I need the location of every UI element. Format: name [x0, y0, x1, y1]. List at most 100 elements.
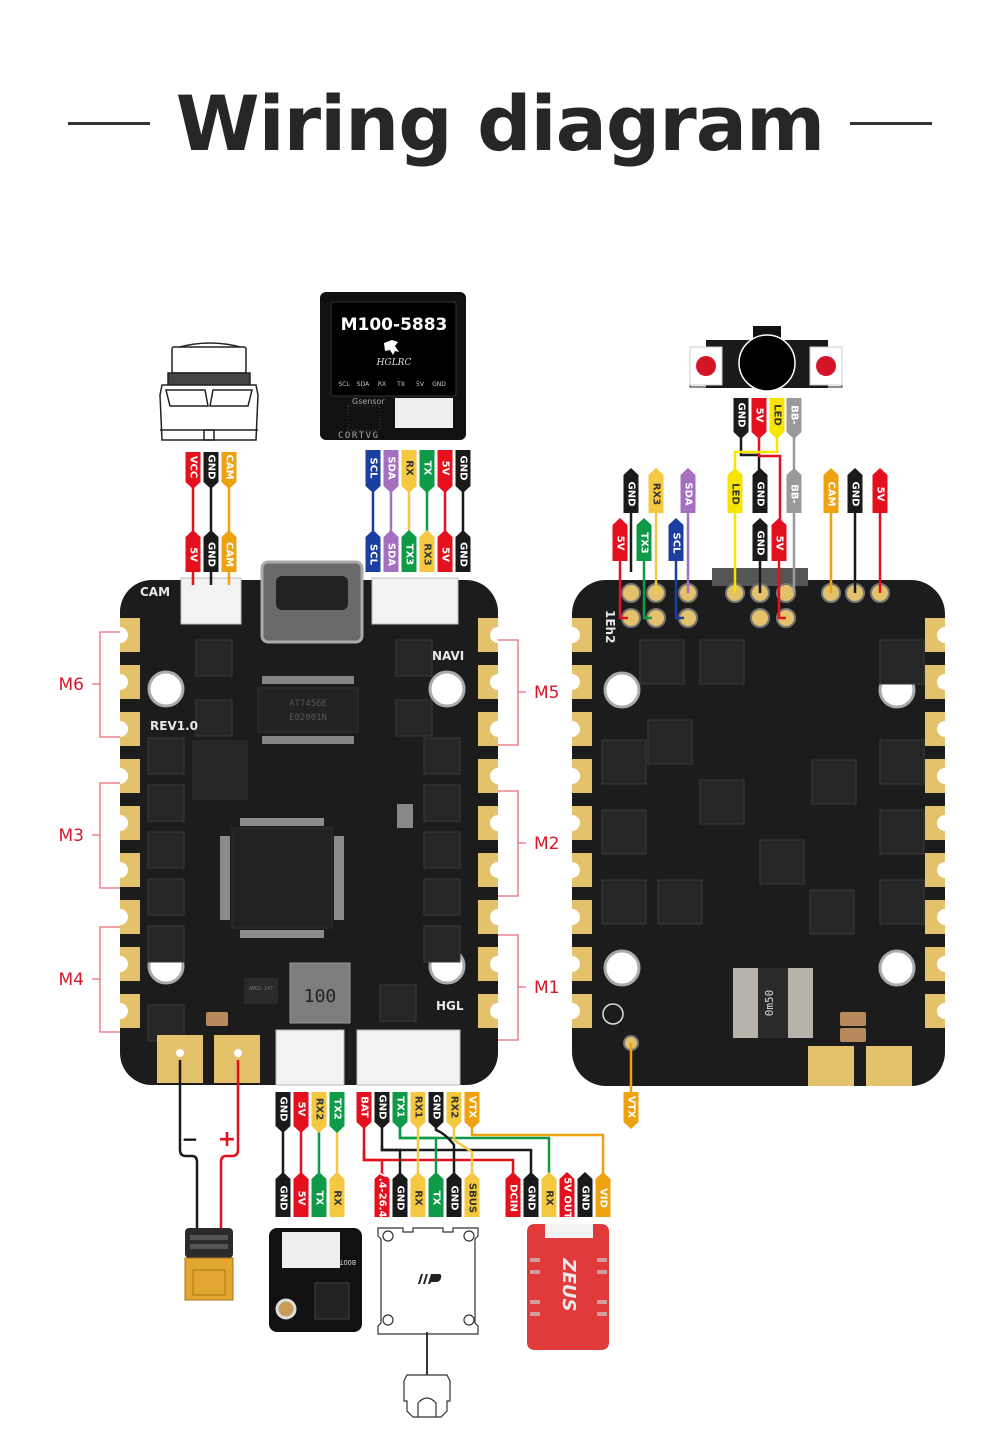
gps-fc-pin: 5V	[437, 530, 453, 572]
buzzer-device-pin: LED	[769, 398, 785, 439]
mosfet	[147, 878, 185, 916]
dji-pin-label: GND	[449, 1186, 460, 1211]
back-top-pin-label: 5V	[875, 487, 886, 502]
back-top-pin: RX3	[648, 468, 664, 513]
vtx-fc-pin: GND	[428, 1092, 444, 1129]
pad-notch	[490, 909, 506, 925]
dji-pin-shape	[410, 1172, 426, 1217]
pad-notch	[564, 956, 580, 972]
dji-pin-shape	[428, 1172, 444, 1217]
camera-device-pin-shape	[221, 452, 237, 489]
pad-notch	[112, 862, 128, 878]
pad-notch	[112, 674, 128, 690]
motor-pad	[925, 759, 945, 793]
motor-pad	[120, 853, 140, 887]
motor-pad	[572, 806, 592, 840]
back-top-pin-shape	[752, 468, 768, 513]
motor-pad	[120, 665, 140, 699]
gps-silk-pin: TX	[396, 381, 405, 388]
receiver-fc-pin-shape	[275, 1092, 291, 1133]
motor-pad	[925, 806, 945, 840]
esc-chip	[699, 639, 745, 685]
back-lower-pin-shape	[612, 518, 628, 561]
vtx-fc-pin: BAT	[356, 1092, 372, 1129]
motor-pad	[572, 618, 592, 652]
vtx-fc-pin: RX2	[446, 1092, 462, 1129]
zeus-pin: RX	[541, 1172, 557, 1217]
gps-device-pin: TX	[419, 450, 435, 493]
gps-fc-pin-label: TX3	[404, 544, 415, 566]
motor-pad	[925, 900, 945, 934]
buzzer-device-pin: GND	[733, 398, 749, 439]
buzzer-gnd-wire	[739, 438, 761, 470]
buzzer-led-left	[696, 356, 716, 376]
zeus-pin-label: VID	[598, 1188, 609, 1208]
zeus-vid-wire	[470, 1126, 605, 1176]
motor-pads	[112, 618, 506, 1028]
pad-notch	[490, 674, 506, 690]
inductor	[289, 962, 351, 1024]
vtx-fc-pin: VTX	[464, 1092, 480, 1129]
esc-chip	[657, 879, 703, 925]
back-top-pin-label: GND	[626, 482, 637, 507]
esc-chip	[601, 879, 647, 925]
camera-device-pin-label: GND	[206, 455, 217, 480]
receiver-fc-pin-label: RX2	[314, 1098, 325, 1120]
gps-fc-pin: SDA	[383, 530, 399, 572]
esc-chip	[879, 879, 925, 925]
pad-notch	[112, 956, 128, 972]
back-top-pin-label: GND	[755, 482, 766, 507]
gps-device-pin-label: 5V	[440, 461, 451, 476]
buzzer-led-right	[816, 356, 836, 376]
pad-notch	[112, 909, 128, 925]
gps-fc-pin: GND	[455, 530, 471, 572]
mosfet	[195, 699, 233, 737]
vtx-connector	[356, 1029, 461, 1086]
back-lower-pin-shape	[752, 518, 768, 561]
dji-pin-shape	[464, 1172, 480, 1217]
zeus-power-wire	[362, 1150, 515, 1176]
back-top-pin-shape	[648, 468, 664, 513]
dinosaur-logo	[384, 340, 399, 355]
navi-connector	[371, 577, 459, 625]
osd-chip-code: E02001N	[289, 713, 327, 723]
gps-device-pin-shape	[419, 450, 435, 493]
mosfet	[423, 831, 461, 869]
pad-notch	[937, 627, 953, 643]
back-wire	[777, 561, 786, 620]
pad-notch	[490, 815, 506, 831]
pad-notch	[937, 956, 953, 972]
receiver-device-pin: GND	[275, 1172, 291, 1217]
pad-notch	[564, 909, 580, 925]
zeus-pin-shape	[595, 1172, 611, 1217]
esc-chip	[699, 779, 745, 825]
motor-pad	[478, 712, 498, 746]
zeus-gnd-wire	[380, 1146, 533, 1176]
vtx-fc-pin-shape	[392, 1092, 408, 1129]
battery-negative-lead	[178, 1060, 199, 1232]
receiver-fc-pin-label: GND	[278, 1097, 289, 1122]
camera-fc-pin-label: 5V	[188, 547, 199, 562]
back-lower-pin-shape	[771, 518, 787, 561]
gps-silk-pin: RX	[378, 381, 386, 388]
gps-brand: HGLRC	[376, 358, 412, 368]
motor-label-m1: M1	[534, 978, 559, 998]
gps-model: M100-5883	[341, 315, 448, 335]
receiver-device-pin-label: RX	[332, 1190, 343, 1206]
zeus-pin-label: GND	[526, 1186, 537, 1211]
motor-pad	[478, 853, 498, 887]
receiver-fc-pin-shape	[329, 1092, 345, 1133]
mount-hole	[428, 670, 466, 708]
receiver-device-pin: 5V	[293, 1172, 309, 1217]
motor-label-m3: M3	[59, 826, 84, 846]
pad-notch	[937, 1003, 953, 1019]
back-lower-pin: SCL	[668, 518, 684, 561]
zeus-vtx: ZEUS	[527, 1224, 609, 1350]
pad-notch	[112, 815, 128, 831]
esc-chip	[879, 809, 925, 855]
motor-pad	[120, 759, 140, 793]
pad-notch	[937, 768, 953, 784]
zeus-pin: 5V OUT	[559, 1172, 575, 1219]
motor-label-m4: M4	[59, 970, 84, 990]
